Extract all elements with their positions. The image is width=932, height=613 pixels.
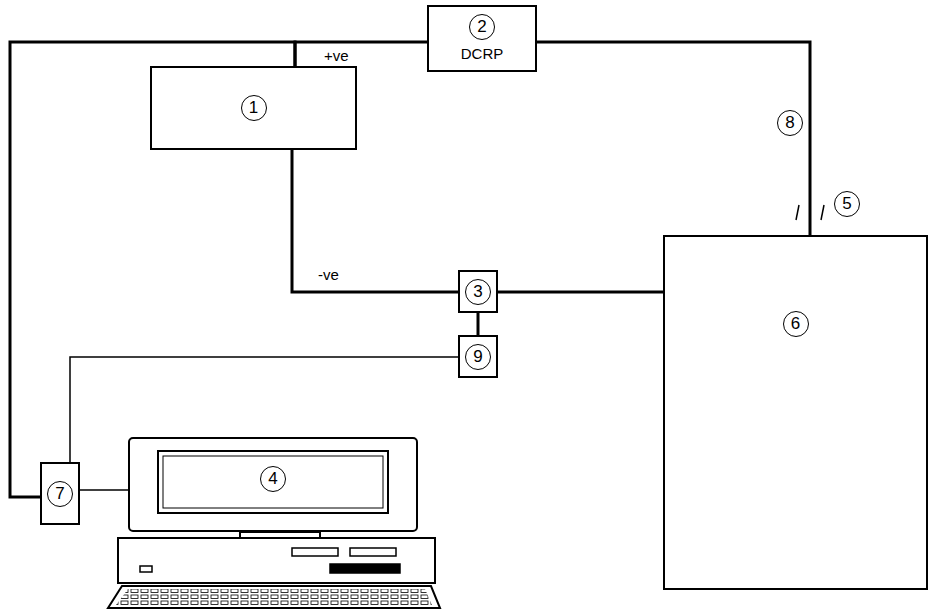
callout-number: 4 [260, 466, 286, 492]
spark-stroke [796, 205, 799, 220]
wire-connector [477, 313, 480, 335]
drive-slot [330, 564, 400, 573]
wire-connector [80, 489, 128, 491]
computer-monitor: 4 [128, 437, 418, 532]
drive-slot [292, 548, 338, 556]
daq-box: 7 [40, 462, 80, 525]
system-unit [118, 538, 435, 583]
interface-box: 9 [458, 335, 498, 378]
callout-number: 6 [783, 311, 809, 337]
callout-number: 9 [465, 344, 491, 370]
screen-glass [163, 456, 383, 508]
keyboard-outline [108, 586, 440, 608]
callout-number: 8 [777, 110, 803, 136]
spark-stroke [821, 205, 824, 220]
wire-connector [498, 291, 663, 294]
arc-spark [796, 205, 824, 220]
callout-number: 3 [465, 279, 491, 305]
keyboard-keys [116, 589, 432, 605]
drive-slot [350, 548, 396, 556]
box-label: DCRP [461, 45, 504, 63]
polarity-label: +ve [324, 47, 349, 65]
polarity-label: -ve [318, 266, 339, 284]
wire-connector [295, 42, 427, 66]
computer-keyboard [108, 586, 440, 608]
wire-connector [537, 42, 810, 235]
sensor-box: 3 [458, 270, 498, 313]
wire-connector [10, 42, 295, 497]
power-button [140, 566, 152, 572]
wire-connector [292, 150, 458, 292]
callout-number: 5 [834, 191, 860, 217]
power-supply-box: 1 [150, 66, 357, 150]
callout-number: 7 [47, 481, 73, 507]
workpiece-box: 6 [663, 235, 928, 590]
polarity-box: 2DCRP [427, 5, 537, 72]
callout-number: 1 [241, 95, 267, 121]
screen-frame [158, 451, 388, 513]
computer-base-unit [118, 532, 435, 583]
callout-number: 2 [469, 14, 495, 40]
